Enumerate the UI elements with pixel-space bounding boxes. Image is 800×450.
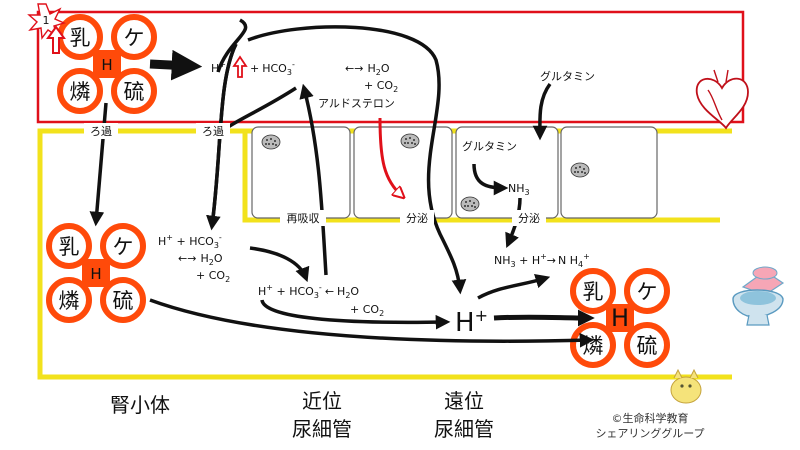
reabsorption-label: 再吸収 [287,212,320,225]
sulfuric-acid-label: 硫 [124,80,145,104]
ammonium-equation: NH3 + H+→N H4+ [494,252,590,269]
h-to-ammonium-arrow [477,273,551,300]
distal-tubule-caption-2: 尿細管 [434,417,494,441]
nucleus-1 [261,134,281,150]
keto-acid-label: ケ [637,280,658,304]
lactic-acid-label: 乳 [59,235,80,259]
proximal-tubule-caption-1: 近位 [302,389,342,413]
nucleus-3 [460,196,480,212]
blood-compartment [36,10,745,124]
aldosterone-label: アルドステロン [318,97,395,110]
hydrogen-label: H [101,56,112,74]
phosphoric-acid-label: 燐 [583,334,604,358]
keto-acid-label: ケ [124,26,145,50]
hydrogen-label: H [90,265,101,283]
cell-equation-co2: + CO2 [350,303,384,318]
nucleus-2 [400,133,420,149]
blood-equation-left: H+ [211,60,226,75]
nucleus-4 [570,162,590,178]
h-to-urine-arrow [493,309,595,327]
reabsorption-arrow [299,83,328,276]
keto-acid-label: ケ [113,235,134,259]
sulfuric-acid-label: 硫 [113,289,134,313]
copyright-line-1: ©生命科学教育 [612,411,689,425]
bicarbonate-filtration-arrowhead [206,43,238,231]
lactic-acid-label: 乳 [583,280,604,304]
lumen-equation-water: ←→H2O [178,252,223,267]
acid-clover-filtrate: 乳 ケ 燐 硫 H [46,223,146,323]
filtration-arrow [89,102,108,227]
aldosterone-arrow [378,117,402,196]
tubule-lumen-edge [242,131,720,223]
cell-4 [560,126,658,219]
glutamine-cell-label: グルタミン [462,139,517,153]
secreted-h-label: H+ [455,306,488,338]
ammonia-cell-label: NH3 [508,182,530,197]
increase-arrow-icon [46,25,66,54]
acid-clover-blood: 乳 ケ 燐 硫 H [57,14,157,114]
copyright-line-2: シェアリンググループ [595,426,704,440]
filtration-label-1: ろ過 [90,125,112,138]
blood-equation-water: ←→H2O [345,62,390,77]
epithelial-cells [251,126,658,219]
filtration-label-2: ろ過 [202,125,224,138]
proximal-h-flow-arrow [260,299,451,330]
dissociation-arrow [149,49,203,81]
step-badge-number: 1 [43,14,50,27]
hydrogen-label: H [611,304,629,332]
tubular-reaction-arrow [249,246,310,283]
glutamine-blood-arrow [532,82,552,141]
mascot-icon [670,368,702,404]
toilet-icon [732,266,785,326]
step-badge: 1 [27,3,67,40]
increase-arrow-icon-h [232,55,248,78]
filtrate-to-urine-arrow [149,298,595,348]
glomerulus-caption: 腎小体 [110,393,170,417]
sulfuric-acid-label: 硫 [637,334,658,358]
blood-equation-co2: + CO2 [364,79,398,94]
proximal-tubule-caption-2: 尿細管 [292,417,352,441]
heart-icon [695,69,749,130]
secretion-label-nh3: 分泌 [518,212,540,225]
secretion-label-h: 分泌 [406,212,428,225]
lumen-equation-1: H+ + HCO3- [158,233,222,250]
blood-equation-bicarbonate: +HCO3- [250,60,295,77]
lactic-acid-label: 乳 [70,26,91,50]
lumen-equation-co2: + CO2 [196,269,230,284]
pathway-arrows [89,18,595,348]
cell-equation: H+ + HCO3-←H2O [258,283,359,300]
distal-tubule-caption-1: 遠位 [444,389,484,413]
cell-3 [455,126,559,219]
phosphoric-acid-label: 燐 [59,289,80,313]
glutamine-blood-label: グルタミン [540,69,595,83]
glutamine-cell-arrow [472,163,509,196]
phosphoric-acid-label: 燐 [70,80,91,104]
secretion-arrow [247,25,467,295]
